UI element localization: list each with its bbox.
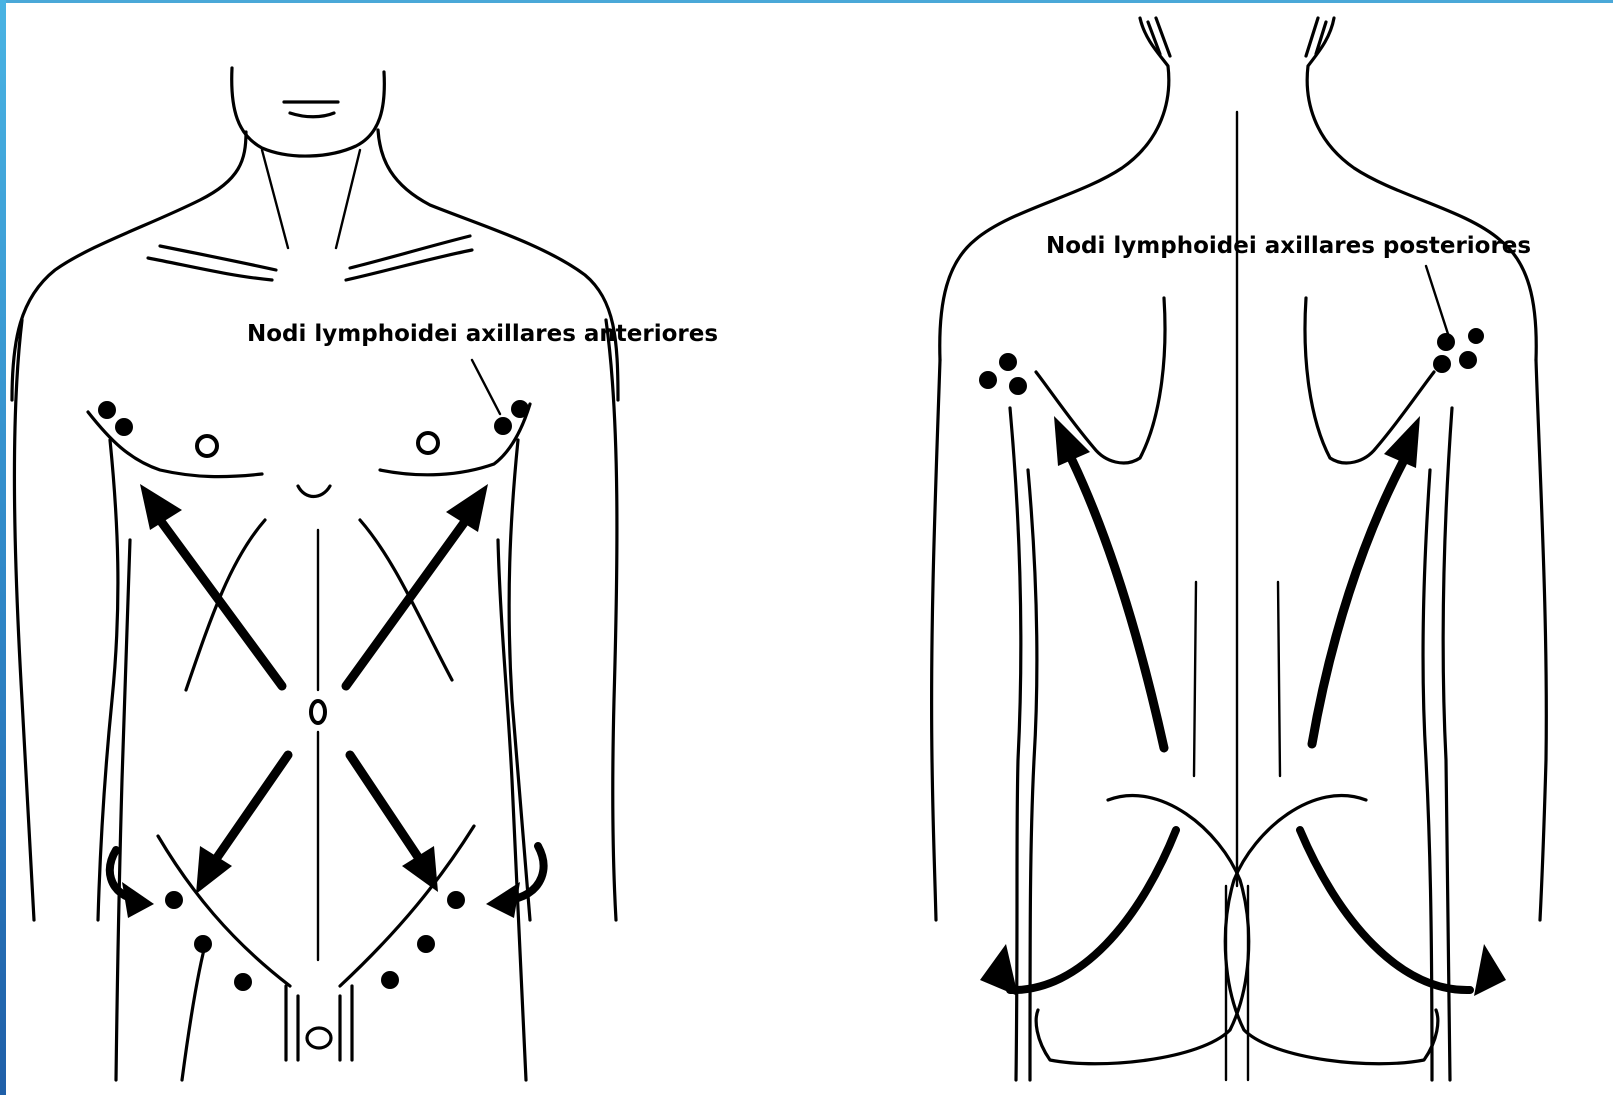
front-lymph-nodes (98, 400, 529, 991)
label-posterior-axillary-nodes: Nodi lymphoidei axillares posteriores (1046, 233, 1531, 259)
back-lymph-nodes (979, 328, 1484, 395)
back-body-outline (932, 18, 1547, 1080)
front-view: Nodi lymphoidei axillares anteriores (12, 68, 718, 1080)
posterior-leader-line (1426, 266, 1448, 334)
anterior-leader-line (472, 360, 500, 414)
label-anterior-axillary-nodes: Nodi lymphoidei axillares anteriores (247, 321, 718, 347)
front-body-outline (12, 68, 618, 1080)
back-view: Nodi lymphoidei axillares posteriores (932, 18, 1547, 1080)
front-drainage-arrows (110, 484, 544, 918)
